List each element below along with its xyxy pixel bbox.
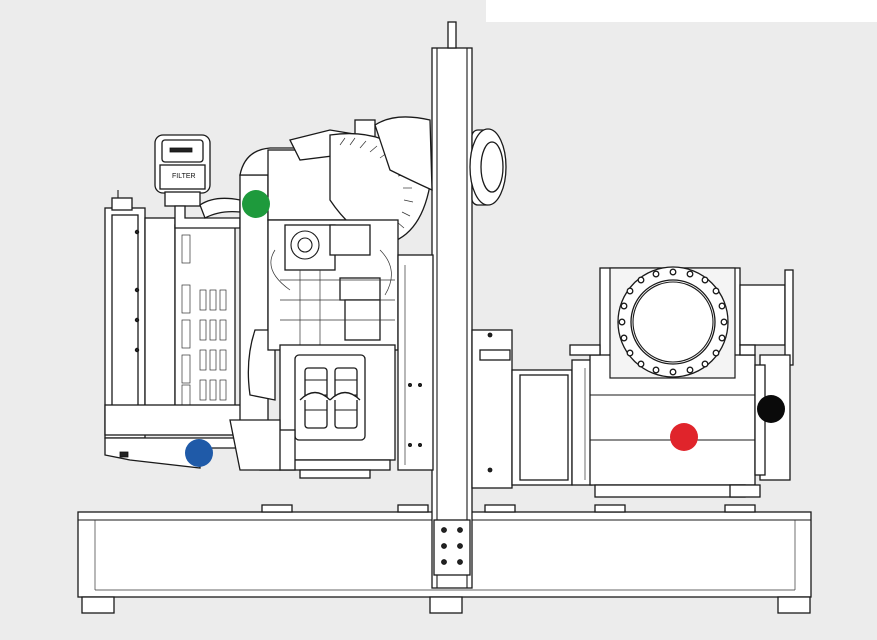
black-marker [757, 395, 785, 423]
green-marker [242, 190, 270, 218]
red-marker [670, 423, 698, 451]
radiator [104, 190, 246, 469]
coupling [471, 329, 593, 489]
pump [569, 266, 794, 498]
engine [229, 116, 507, 479]
central-column [431, 21, 473, 589]
air-filter: FILTER [154, 134, 241, 229]
blank-area [486, 0, 877, 22]
blue-marker [185, 439, 213, 467]
filter-label: FILTER [172, 173, 196, 180]
